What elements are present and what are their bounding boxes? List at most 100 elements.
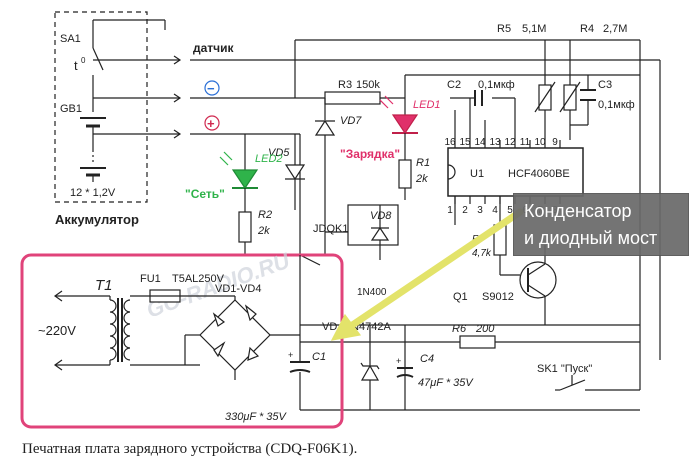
ic-pin-label: 1	[447, 205, 453, 216]
c4-label: C4	[420, 353, 434, 365]
led1-label: LED1	[413, 99, 441, 111]
fuse-value: T5AL250V	[172, 273, 225, 285]
transformer-t1-icon	[53, 290, 200, 371]
r6-resistor	[459, 335, 496, 349]
r3-label: R3	[338, 79, 352, 91]
battery-box	[54, 11, 148, 203]
ic-pin-label: 10	[534, 137, 546, 148]
u1-label: U1	[470, 168, 484, 180]
zener-diode-icon	[360, 362, 380, 381]
circuit-schematic: SA1 t 0 GB1 12 * 1,2V Аккумулятор датчик…	[20, 11, 661, 429]
ic-pin-label: 2	[462, 205, 468, 216]
callout-box: Конденсатор и диодный мост	[513, 193, 689, 256]
t1-label: T1	[95, 277, 113, 294]
ic-part-number: HCF4060BE	[508, 168, 570, 180]
c4-capacitor-icon: +	[396, 356, 414, 378]
vd5-label: VD5	[268, 147, 290, 159]
ic-pin-label: 12	[504, 137, 516, 148]
r2-label: R2	[258, 209, 272, 221]
figure-caption: Печатная плата зарядного устройства (CDQ…	[22, 441, 358, 457]
u1-ic-body	[447, 147, 584, 197]
ic-pin-label: 9	[552, 137, 558, 148]
network-label: "Сеть"	[185, 187, 225, 201]
callout-arrow-icon	[330, 208, 524, 341]
c3-capacitor-icon	[580, 89, 596, 101]
r5-value: 5,1M	[522, 23, 546, 35]
ic-pin-label: 16	[444, 137, 456, 148]
c2-capacitor-icon	[474, 90, 483, 106]
minus-label: −	[207, 81, 215, 96]
ic-pin-label: 3	[477, 205, 483, 216]
plus-label: +	[207, 116, 215, 131]
r6-value: 200	[475, 323, 495, 335]
r1-label: R1	[416, 157, 430, 169]
battery-sa1-switch	[92, 19, 165, 112]
fu1-label: FU1	[140, 273, 161, 285]
vd7-label: VD7	[340, 115, 362, 127]
r7-value: 4,7k	[472, 248, 492, 259]
ic-pin-label: 14	[474, 137, 486, 148]
r3-value: 150k	[356, 79, 380, 91]
ic-pin-label: 11	[520, 137, 531, 148]
vd8-diode-icon	[370, 205, 390, 260]
c1-value: 330μF * 35V	[225, 411, 288, 423]
sa1-label: SA1	[60, 33, 81, 45]
c1-label: C1	[312, 351, 326, 363]
q1-value: S9012	[482, 291, 514, 303]
r1-value: 2k	[415, 173, 428, 185]
cells-label: 12 * 1,2V	[70, 187, 116, 199]
q1-label: Q1	[453, 291, 468, 303]
jdqk1-label: JDQK1	[313, 223, 348, 235]
minus-terminal-icon	[204, 80, 220, 96]
c3-label: C3	[598, 79, 612, 91]
callout-line1: Конденсатор	[524, 201, 632, 221]
gb1-label: GB1	[60, 103, 82, 115]
vd7-diode-icon	[314, 98, 336, 200]
r4-trim-icon	[559, 81, 581, 113]
sk1-pushbutton-icon	[555, 375, 640, 391]
plus-terminal-icon	[204, 115, 220, 131]
c4-value: 47μF * 35V	[418, 377, 474, 389]
d1n400-label: 1N400	[357, 287, 387, 298]
bridge-label: VD1-VD4	[215, 283, 261, 295]
r4-value: 2,7M	[603, 23, 627, 35]
ic-notch-icon	[447, 164, 456, 180]
ic-pin-label: 5	[507, 205, 513, 216]
r6-label: R6	[452, 323, 467, 335]
mains-label: ~220V	[38, 323, 76, 338]
q1-transistor-icon	[519, 245, 557, 325]
ic-pin-label: 4	[492, 205, 498, 216]
t0-superscript: 0	[81, 56, 86, 65]
sk1-label: SK1 "Пуск"	[537, 363, 592, 375]
c2-label: C2	[447, 79, 461, 91]
zener-ref-label: VD	[322, 321, 337, 333]
c1-capacitor-icon: +	[288, 255, 311, 410]
battery-title: Аккумулятор	[55, 212, 139, 227]
led1-red-icon	[379, 95, 419, 160]
svg-text:+: +	[396, 356, 401, 366]
svg-text:+: +	[288, 350, 293, 360]
ic-pin-label: 13	[489, 137, 501, 148]
vd5-diode-icon	[284, 134, 306, 210]
c3-value: 0,1мкф	[598, 99, 635, 111]
sensor-label: датчик	[193, 41, 235, 55]
charge-label: "Зарядка"	[340, 147, 400, 161]
r4-label: R4	[580, 23, 594, 35]
led2-label: LED2	[255, 153, 283, 165]
callout-line2: и диодный мост	[524, 228, 658, 248]
r3-resistor	[324, 91, 381, 105]
led2-green-icon	[219, 134, 259, 212]
r1-resistor	[398, 159, 412, 189]
diode-bridge-icon	[184, 296, 300, 380]
r5-label: R5	[497, 23, 511, 35]
r2-value: 2k	[257, 225, 270, 237]
c2-value: 0,1мкф	[478, 79, 515, 91]
vd8-label: VD8	[370, 210, 392, 222]
highlight-frame	[20, 253, 344, 429]
battery-gb1-cell	[80, 117, 106, 182]
t0-label: t	[74, 58, 78, 73]
r2-resistor	[238, 211, 252, 243]
ic-pin-label: 15	[459, 137, 471, 148]
